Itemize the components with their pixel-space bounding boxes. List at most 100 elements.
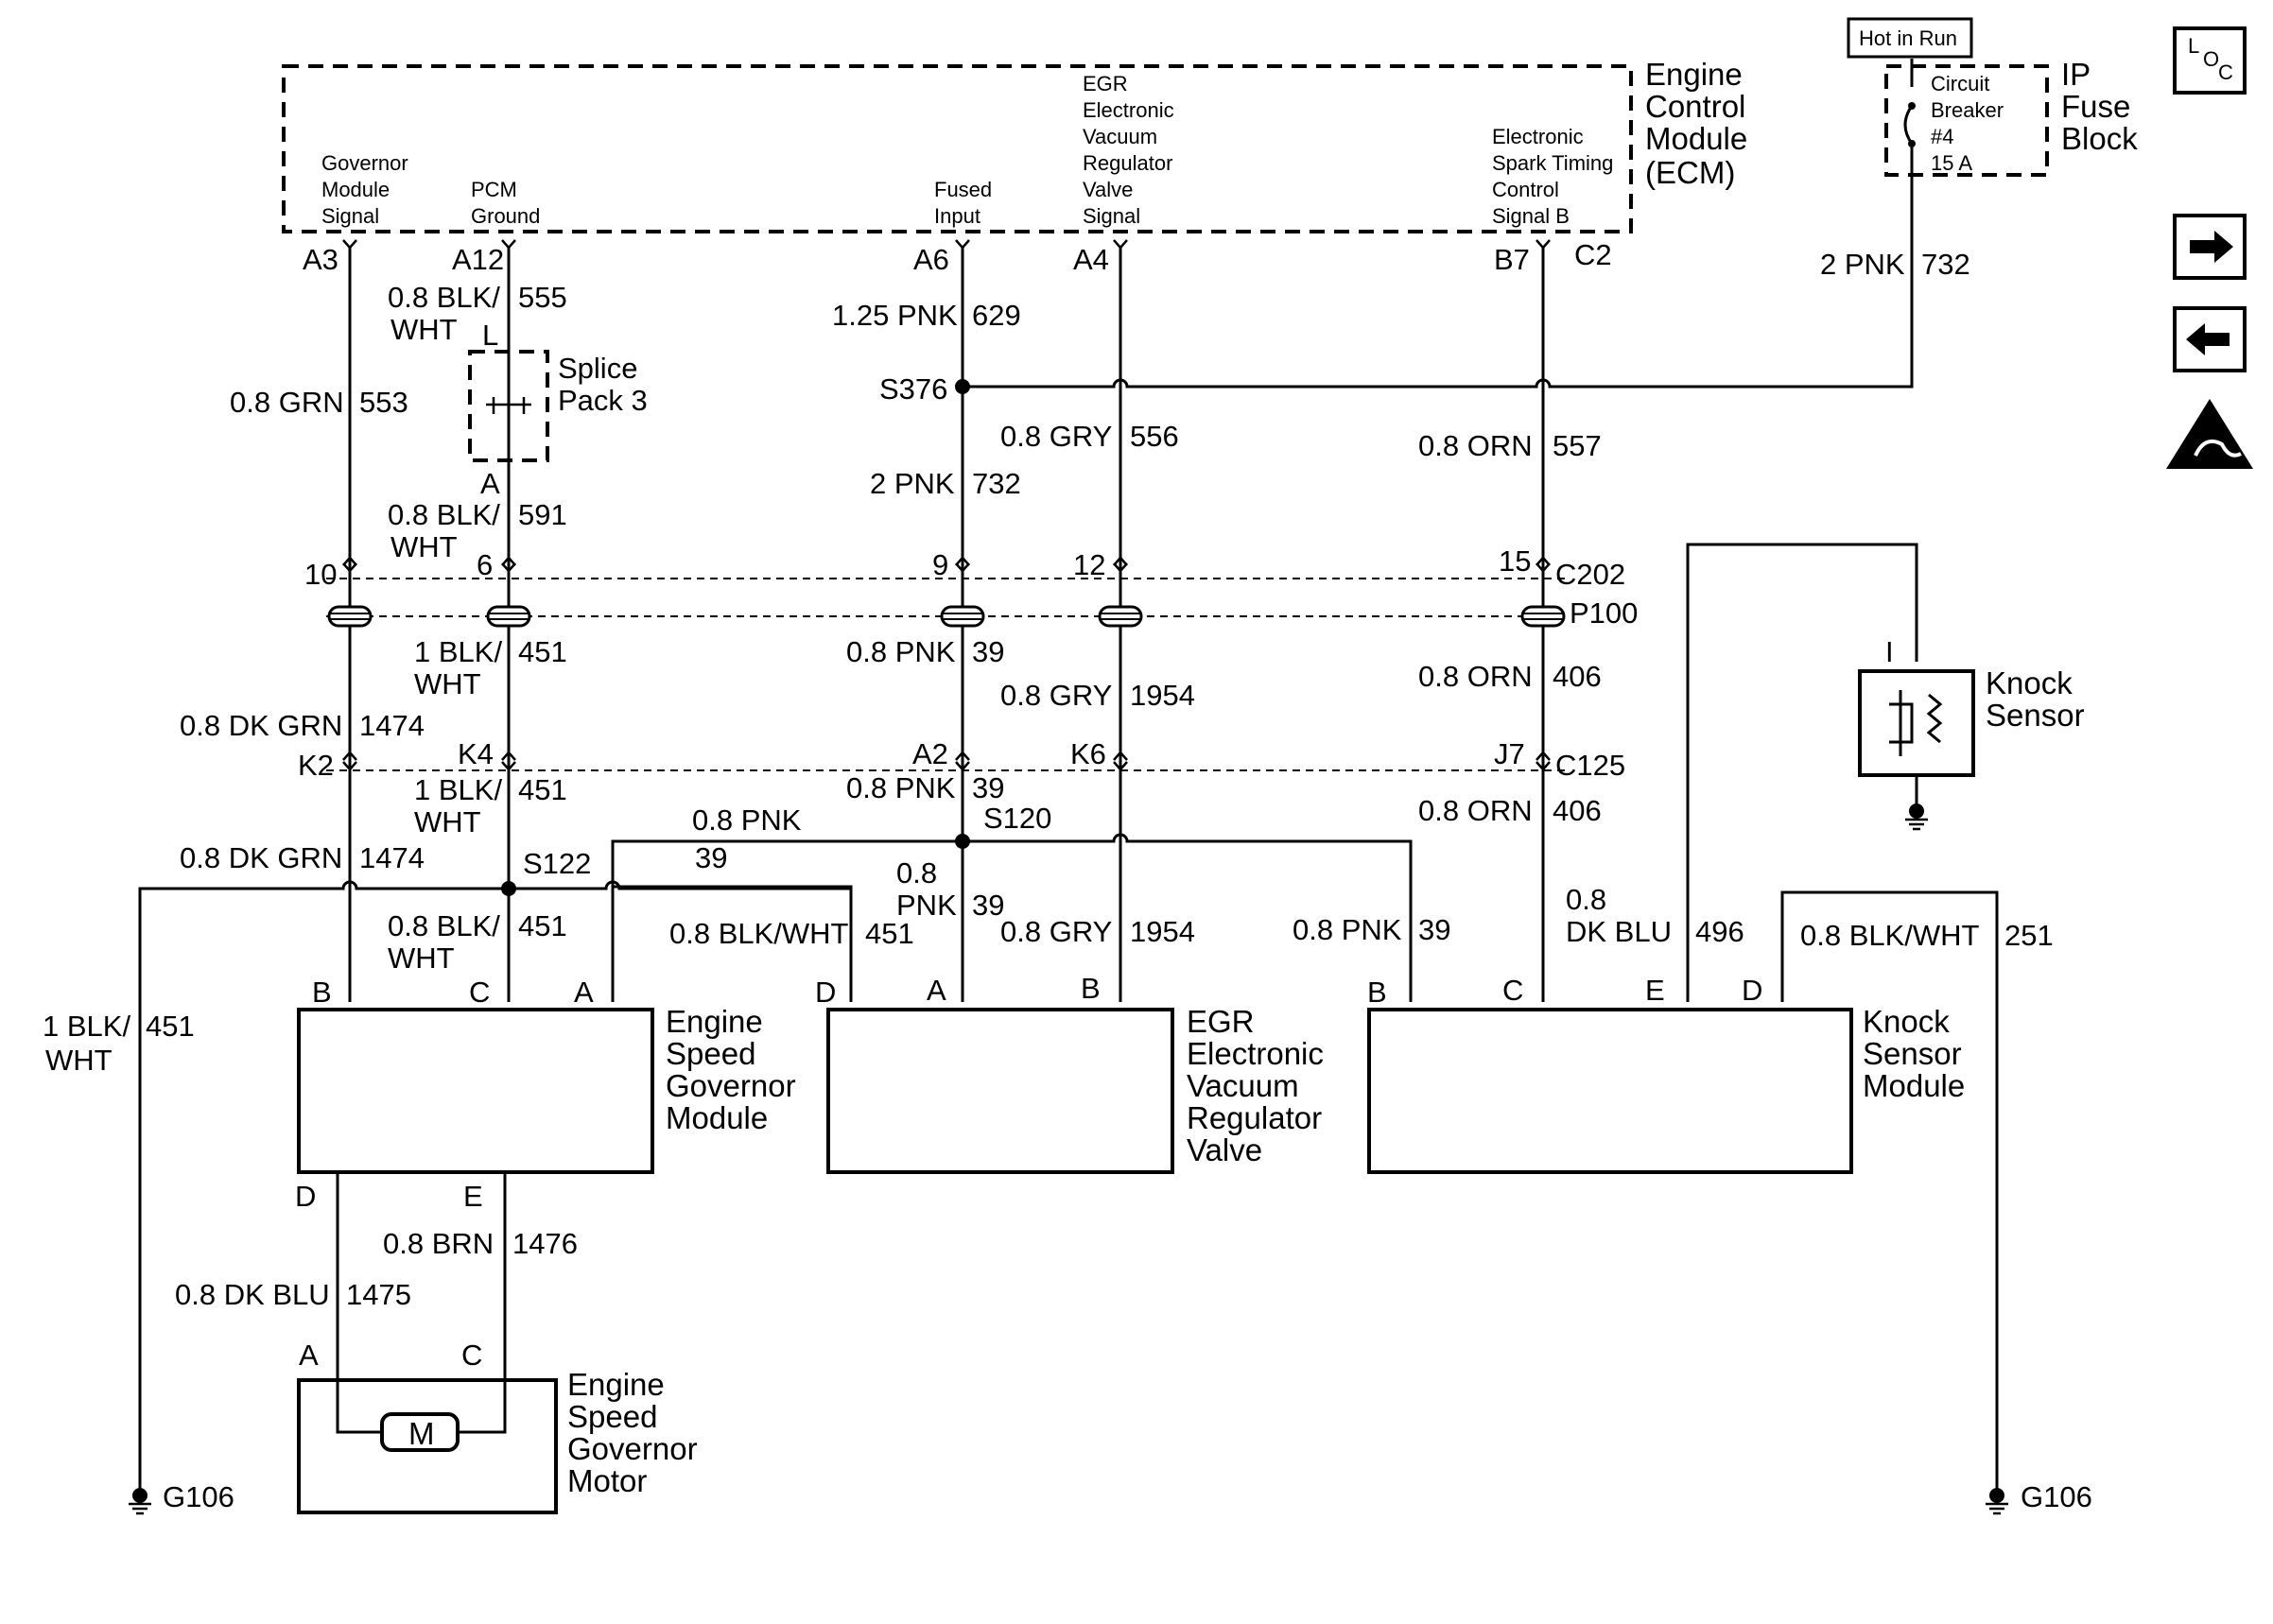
- pin-k2-label: K2: [298, 749, 334, 782]
- splice-s122-label: S122: [523, 847, 591, 880]
- wire-label: 0.8 GRY: [1000, 679, 1112, 712]
- egr-pin-a-label: A: [927, 974, 946, 1007]
- ground-g106-left-label: G106: [163, 1480, 234, 1513]
- motor-symbol-label: M: [408, 1416, 435, 1451]
- p100-terminal: [1520, 605, 1566, 628]
- wire-label: 0.8 DK GRN: [180, 841, 342, 874]
- wire-label: 0.8 BLK/: [388, 498, 500, 531]
- ecm-pin-pcm-2: Ground: [471, 204, 540, 228]
- wire-label: 451: [518, 635, 567, 668]
- wire-label: 556: [1130, 420, 1179, 453]
- wire-label: 1 BLK/: [414, 773, 502, 806]
- esg-label-1: Engine: [666, 1004, 763, 1039]
- pin-j7-label: J7: [1494, 737, 1525, 770]
- esg-pin-c-label: C: [469, 976, 490, 1009]
- ecm-pin-pcm-1: PCM: [471, 178, 517, 201]
- wire-label: 251: [2004, 919, 2054, 952]
- wire-label: 0.8 BRN: [383, 1227, 494, 1260]
- connector-lines: [326, 578, 1570, 771]
- ecm-pin-est-2: Spark Timing: [1492, 151, 1613, 175]
- wire-label: 557: [1553, 429, 1602, 462]
- esd-warning-icon: [2166, 399, 2253, 469]
- ecm-label-1: Engine: [1645, 57, 1743, 92]
- breaker-label-2: Breaker: [1931, 98, 2004, 122]
- pin-a2-label: A2: [912, 737, 948, 770]
- wire-label: 0.8 PNK: [692, 803, 802, 837]
- knock-sensor-pin-i-label: I: [1885, 635, 1894, 668]
- wire-label: WHT: [388, 942, 455, 975]
- wire-label: 732: [972, 467, 1021, 500]
- breaker-label-1: Circuit: [1931, 72, 1989, 95]
- ksm-pin-d-label: D: [1742, 974, 1762, 1007]
- wire-label: 0.8 ORN: [1418, 429, 1533, 462]
- motor-pin-a-label: A: [299, 1339, 319, 1372]
- wire-label: 0.8 PNK: [846, 771, 956, 804]
- egr-pin-d-label: D: [815, 976, 836, 1009]
- breaker-label-4: 15 A: [1931, 151, 1972, 175]
- location-icon-letter-l: L: [2188, 34, 2199, 58]
- wire-fuse-feed: [955, 175, 1914, 394]
- esg-label-3: Governor: [666, 1068, 796, 1103]
- wire-label: 0.8: [896, 856, 937, 890]
- wire-label: 0.8 BLK/: [388, 909, 500, 942]
- splice-pin-a-label: A: [480, 467, 500, 500]
- wire-label: WHT: [390, 313, 458, 346]
- esg-pin-d-label: D: [295, 1180, 316, 1213]
- ecm-pin-fused-1: Fused: [934, 178, 992, 201]
- egr-label-1: EGR: [1187, 1004, 1255, 1039]
- wire-label: 0.8 ORN: [1418, 794, 1533, 827]
- esg-pin-a-label: A: [574, 976, 594, 1009]
- wire-label: 1954: [1130, 915, 1195, 948]
- pin-c202-15-label: 15: [1499, 544, 1531, 578]
- ecm-pin-egr-2: Electronic: [1083, 98, 1174, 122]
- ecm-pin-est-3: Control: [1492, 178, 1559, 201]
- wire-label: 0.8 GRY: [1000, 420, 1112, 453]
- pin-b7-label: B7: [1494, 243, 1530, 276]
- wire-label: 0.8 GRY: [1000, 915, 1112, 948]
- pin-c202-9-label: 9: [932, 548, 948, 581]
- splice-s376-label: S376: [879, 372, 947, 406]
- location-icon-letter-o: O: [2203, 47, 2219, 71]
- ksm-pin-e-label: E: [1645, 974, 1665, 1007]
- p100-terminal: [327, 605, 373, 628]
- wire-label: 451: [146, 1010, 195, 1043]
- ecm-connector-c2-label: C2: [1574, 238, 1612, 271]
- egr-pin-b-label: B: [1081, 972, 1101, 1005]
- motor-pin-c-label: C: [461, 1339, 482, 1372]
- motor-label-1: Engine: [567, 1367, 665, 1402]
- wire-label: 1.25 PNK: [832, 299, 958, 332]
- wire-label: 1954: [1130, 679, 1195, 712]
- ecm-pin-egr-5: Valve: [1083, 178, 1133, 201]
- egr-label-3: Vacuum: [1187, 1068, 1299, 1103]
- knock-sensor-label-2: Sensor: [1986, 698, 2085, 733]
- pin-c202-10-label: 10: [304, 558, 337, 591]
- ecm-label-2: Control: [1645, 89, 1745, 124]
- wire-label: 0.8: [1566, 883, 1606, 916]
- wire-label: PNK: [896, 889, 957, 922]
- wire-label: 1474: [359, 841, 425, 874]
- wire-label: 451: [518, 773, 567, 806]
- wire-label: 2 PNK: [1820, 248, 1905, 281]
- wire-label: 451: [518, 909, 567, 942]
- egr-label-2: Electronic: [1187, 1036, 1324, 1071]
- wire-label: DK BLU: [1566, 915, 1672, 948]
- ecm-pin-gov-3: Signal: [321, 204, 379, 228]
- previous-page-icon[interactable]: [2173, 306, 2247, 372]
- fuse-block-label-1: IP: [2061, 57, 2091, 92]
- location-icon[interactable]: L O C: [2173, 26, 2247, 95]
- knock-sensor-module: Knock Sensor Module: [1367, 1004, 1965, 1174]
- ecm-label-3: Module: [1645, 121, 1747, 156]
- ecm-module: Engine Control Module (ECM) Governor Mod…: [282, 57, 1747, 233]
- wire-label: 591: [518, 498, 567, 531]
- wire-label: 555: [518, 281, 567, 314]
- wire-label: 39: [695, 841, 727, 874]
- circuit-breaker-icon: [1903, 59, 1916, 175]
- egr-valve: EGR Electronic Vacuum Regulator Valve: [826, 1004, 1324, 1174]
- ecm-pin-fused-2: Input: [934, 204, 980, 228]
- next-page-icon[interactable]: [2173, 214, 2247, 280]
- wire-label: 406: [1553, 794, 1602, 827]
- fuse-block-label-2: Fuse: [2061, 89, 2130, 124]
- ksm-pin-c-label: C: [1502, 974, 1523, 1007]
- esg-label-4: Module: [666, 1100, 768, 1135]
